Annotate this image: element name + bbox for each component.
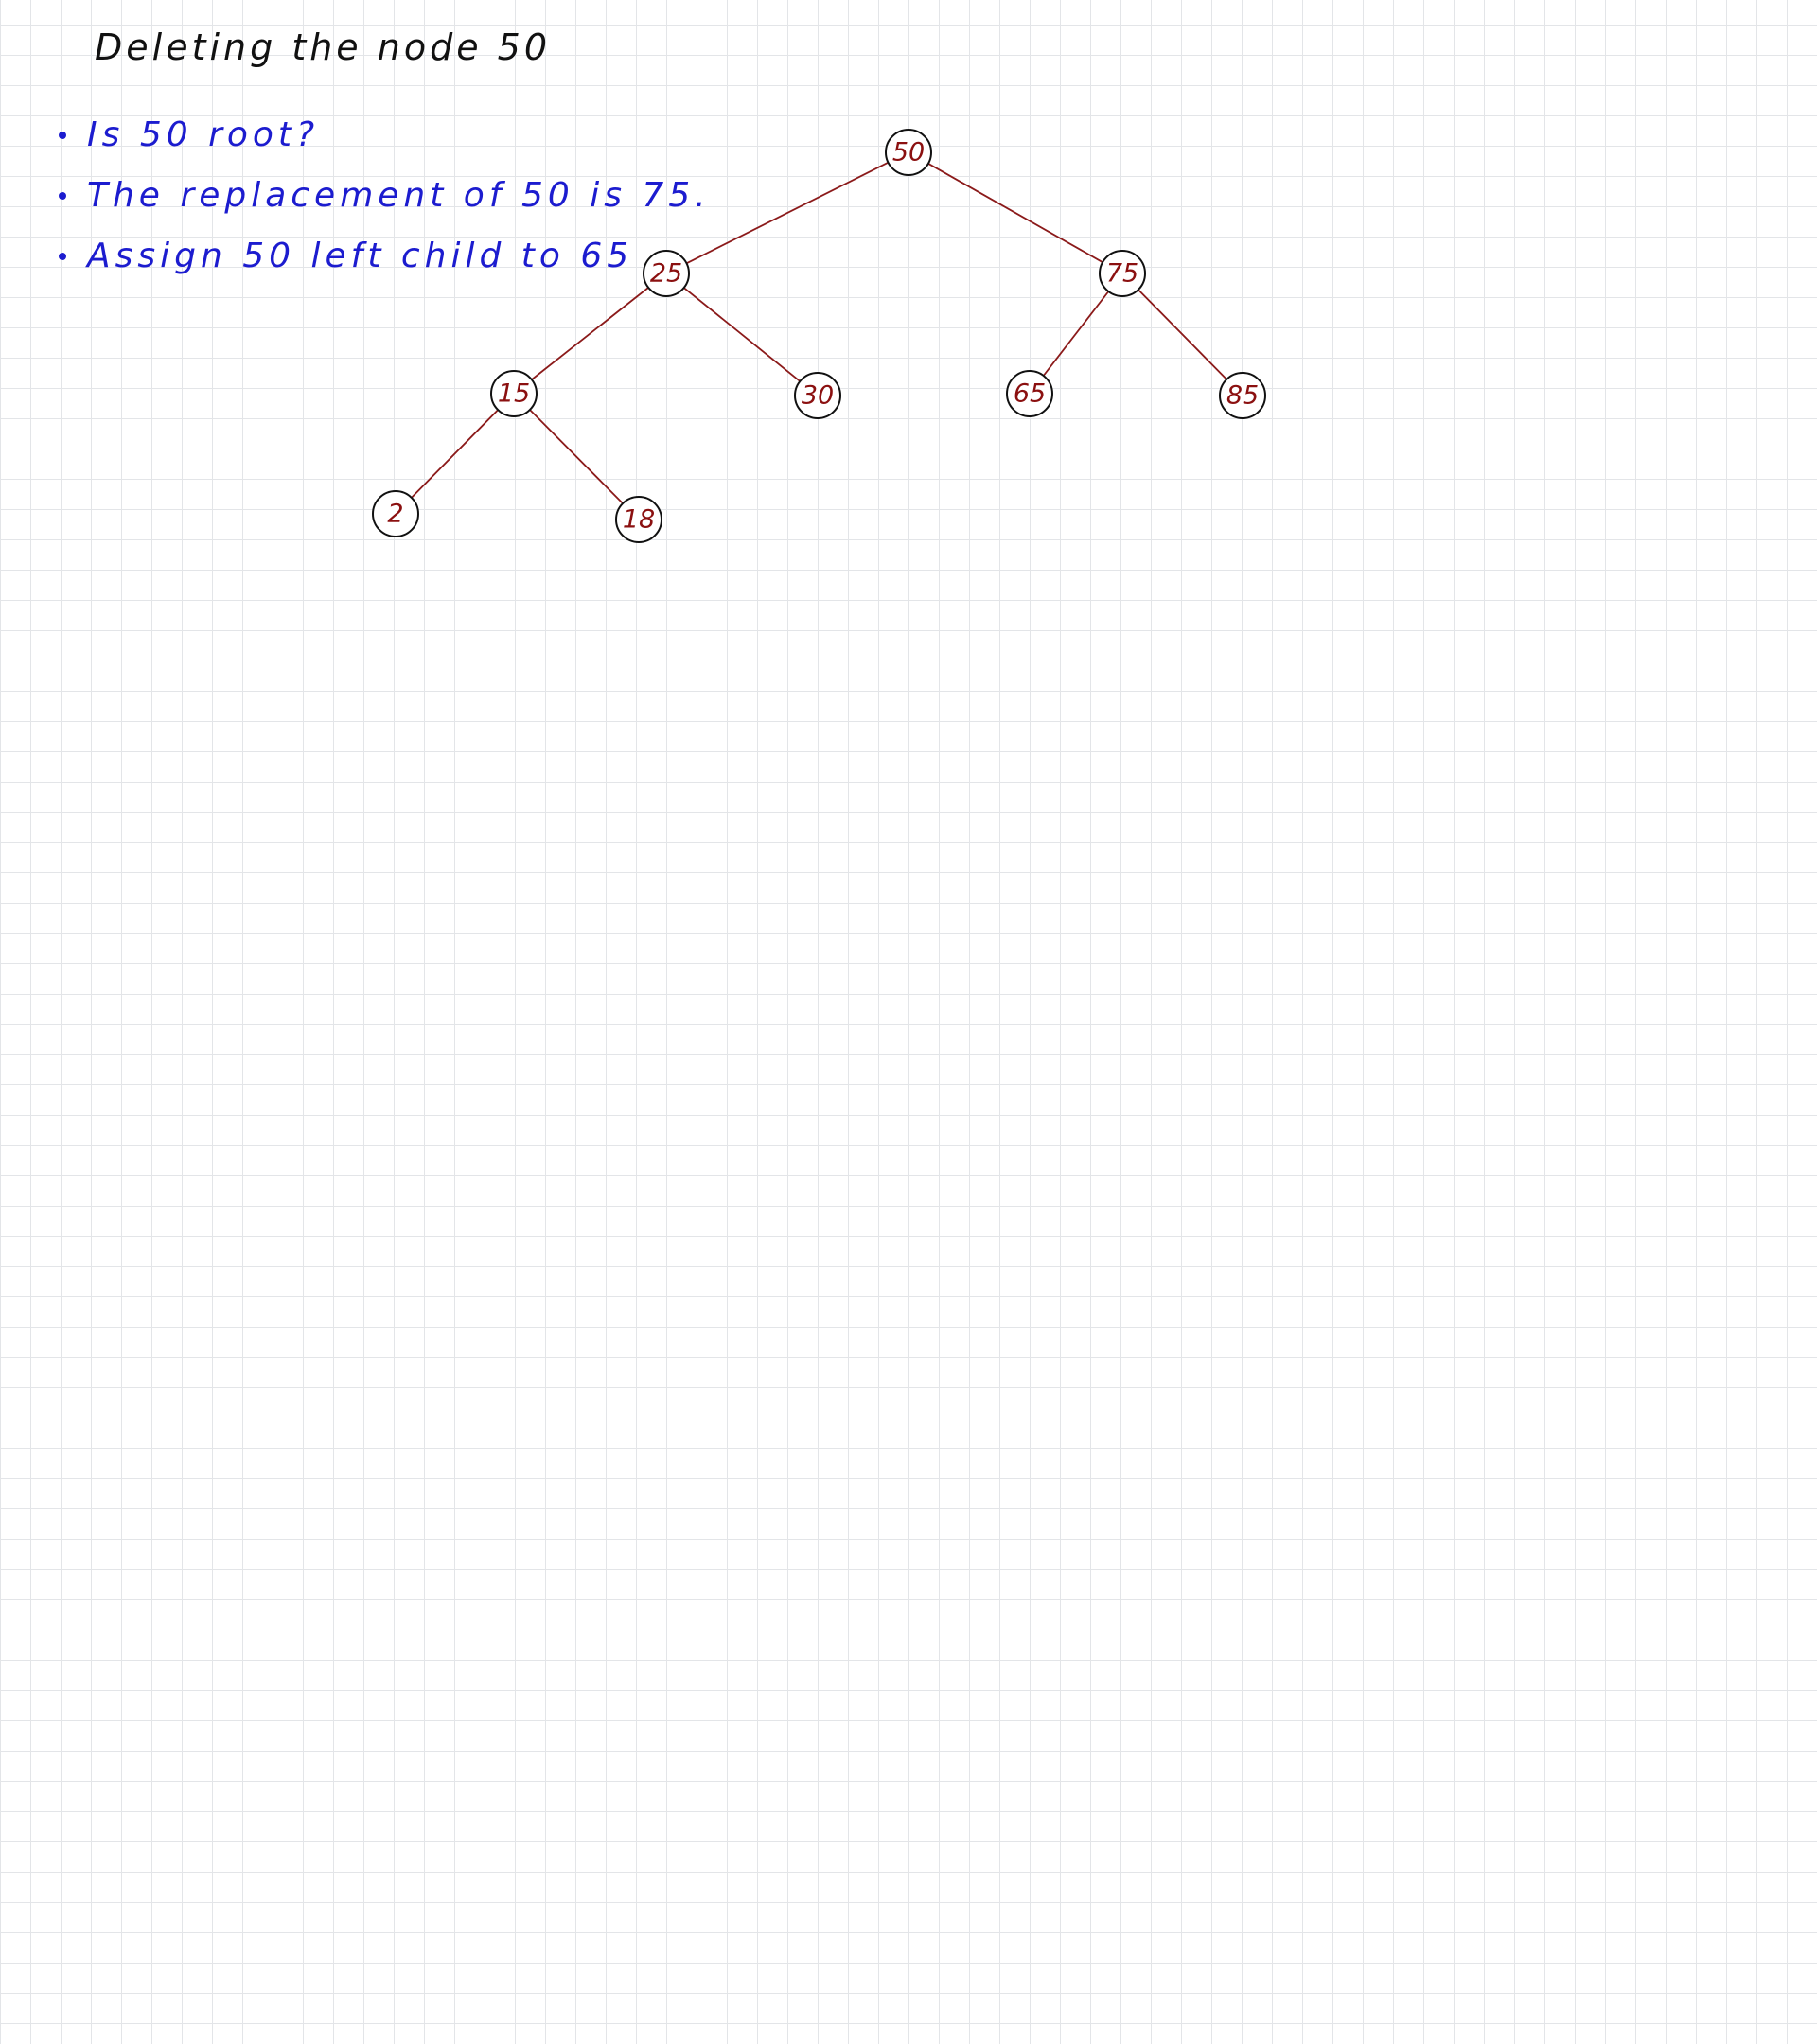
tree-edge	[530, 286, 650, 381]
tree-edge	[1042, 291, 1110, 377]
note-text: Is 50 root?	[87, 115, 320, 154]
tree-edge	[410, 409, 500, 499]
node-label: 30	[802, 381, 834, 411]
tree-node-25: 25	[643, 250, 690, 297]
bullet-icon	[59, 191, 66, 200]
note-text: The replacement of 50 is 75.	[87, 176, 711, 215]
tree-node-2: 2	[372, 490, 419, 537]
node-circle	[1006, 370, 1053, 417]
note-item: Assign 50 left child to 65	[59, 237, 633, 275]
page-title: Deleting the node 50	[95, 26, 552, 68]
tree-node-30: 30	[794, 372, 841, 419]
node-label: 2	[387, 500, 403, 529]
tree-edge	[1137, 289, 1228, 380]
tree-edge	[926, 162, 1104, 264]
node-label: 85	[1226, 381, 1259, 411]
bullet-icon	[59, 252, 66, 260]
node-label: 50	[892, 138, 925, 167]
node-circle	[1099, 250, 1146, 297]
node-circle	[885, 129, 932, 176]
tree-edge	[529, 409, 624, 504]
node-label: 25	[650, 259, 682, 289]
node-label: 65	[1014, 379, 1046, 409]
node-circle	[490, 370, 538, 417]
note-item: Is 50 root?	[59, 115, 319, 154]
node-label: 75	[1106, 259, 1138, 289]
note-text: Assign 50 left child to 65	[87, 237, 634, 275]
node-circle	[643, 250, 690, 297]
tree-node-50: 50	[885, 129, 932, 176]
node-circle	[1219, 372, 1266, 419]
tree-node-85: 85	[1219, 372, 1266, 419]
node-label: 15	[498, 379, 530, 409]
tree-node-15: 15	[490, 370, 538, 417]
tree-edge	[685, 161, 890, 265]
node-circle	[794, 372, 841, 419]
tree-node-65: 65	[1006, 370, 1053, 417]
node-circle	[615, 496, 662, 543]
node-circle	[372, 490, 419, 537]
note-item: The replacement of 50 is 75.	[59, 176, 711, 215]
node-label: 18	[623, 505, 655, 535]
tree-node-75: 75	[1099, 250, 1146, 297]
bullet-icon	[59, 131, 66, 139]
tree-edge	[682, 287, 802, 382]
tree-node-18: 18	[615, 496, 662, 543]
